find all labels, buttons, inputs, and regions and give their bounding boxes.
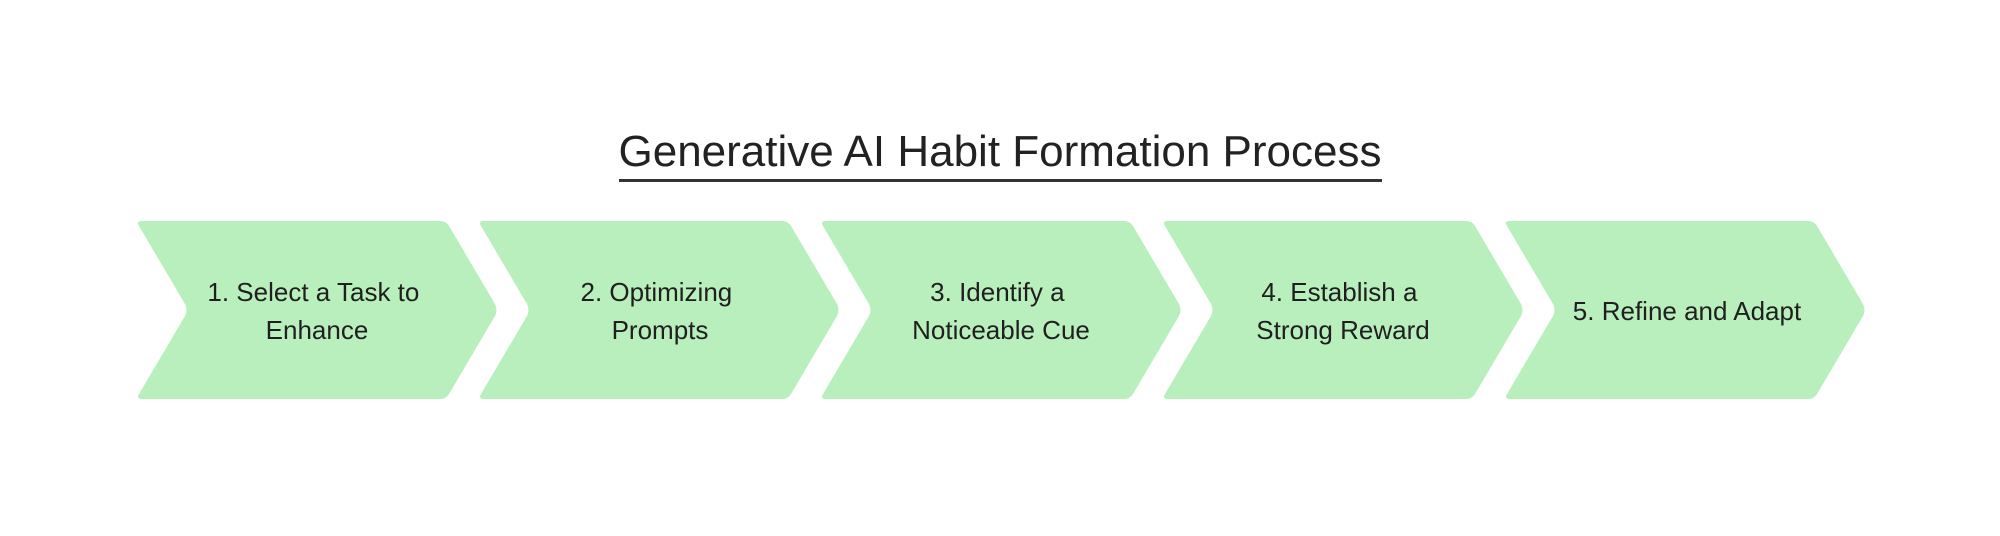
step-5: 5. Refine and Adapt xyxy=(1506,221,1865,399)
step-2: 2. Optimizing Prompts xyxy=(480,221,839,399)
step-1: 1. Select a Task to Enhance xyxy=(138,221,497,399)
step-1-label: 1. Select a Task to Enhance xyxy=(207,277,426,345)
step-5-chevron xyxy=(1506,221,1865,399)
step-2-line-2: Prompts xyxy=(612,315,709,345)
step-3-line-1: 3. Identify a xyxy=(930,277,1065,307)
step-1-line-1: 1. Select a Task to xyxy=(207,277,419,307)
step-3: 3. Identify a Noticeable Cue xyxy=(822,221,1181,399)
step-4-line-1: 4. Establish a xyxy=(1261,277,1418,307)
step-4-chevron xyxy=(1164,221,1523,399)
step-3-chevron xyxy=(822,221,1181,399)
step-1-chevron xyxy=(138,221,497,399)
step-2-label: 2. Optimizing Prompts xyxy=(581,277,740,345)
step-2-line-1: 2. Optimizing xyxy=(581,277,733,307)
step-1-line-2: Enhance xyxy=(266,315,369,345)
step-4-label: 4. Establish a Strong Reward xyxy=(1256,277,1429,345)
step-3-label: 3. Identify a Noticeable Cue xyxy=(912,277,1090,345)
diagram-title: Generative AI Habit Formation Process xyxy=(0,126,2000,182)
step-2-chevron xyxy=(480,221,839,399)
step-4-line-2: Strong Reward xyxy=(1256,315,1429,345)
diagram-title-text: Generative AI Habit Formation Process xyxy=(618,126,1382,182)
step-5-label: 5. Refine and Adapt xyxy=(1573,296,1802,326)
step-4: 4. Establish a Strong Reward xyxy=(1164,221,1523,399)
step-3-line-2: Noticeable Cue xyxy=(912,315,1090,345)
step-5-line-1: 5. Refine and Adapt xyxy=(1573,296,1802,326)
